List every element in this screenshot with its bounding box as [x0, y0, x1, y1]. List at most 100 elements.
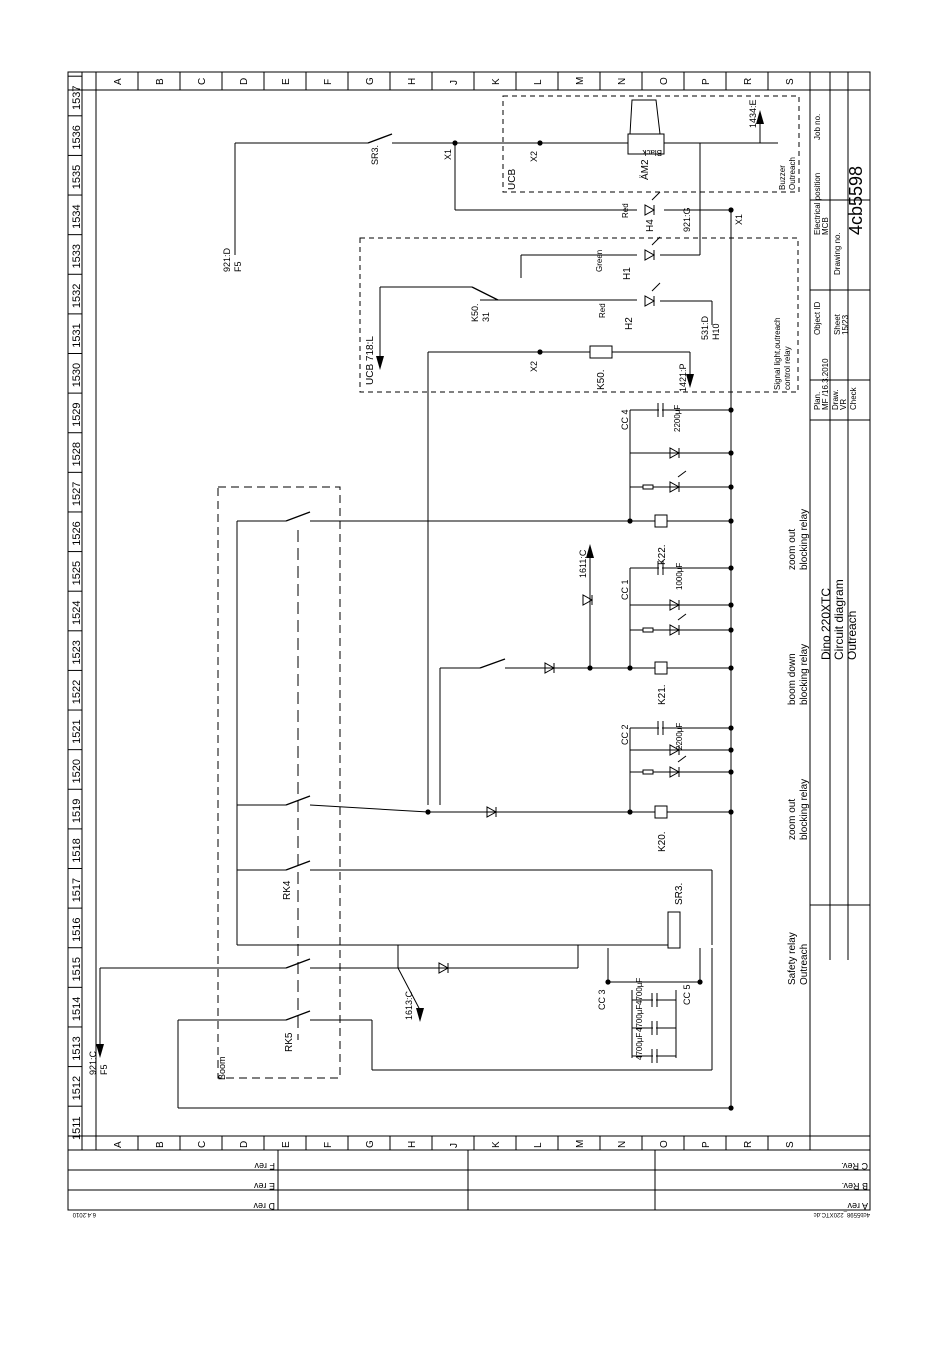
row-number-line: 1513: [71, 1036, 83, 1060]
object-label: Object ID: [813, 301, 822, 335]
h10-label-line: 531:D: [700, 315, 710, 340]
node-rail: [728, 747, 734, 753]
rev-right-1-line: B Rev.: [842, 1181, 868, 1191]
node-x1-77: [728, 1105, 734, 1111]
node-rail: [728, 518, 734, 524]
rev-right-0-line: C Rev.: [841, 1161, 868, 1171]
zoom-out-label-2-line: zoom out: [787, 799, 798, 840]
ref-1611-line: 1611:C: [578, 549, 588, 578]
col-letter-bottom: E: [281, 1141, 292, 1148]
signal-dashed-box: [359, 237, 799, 393]
elec-label-line: Electrical position: [813, 173, 822, 235]
led-res-2: [642, 769, 654, 775]
col-letter-bottom: F: [323, 1142, 334, 1148]
title-line-3: Outreach: [845, 611, 859, 660]
safety-relay-label: Safety relayOutreach: [787, 932, 810, 985]
rev-right-2-line: A rev: [847, 1201, 868, 1211]
diode-1611: [582, 594, 594, 606]
row-number-line: 1533: [71, 244, 83, 268]
lamp-ray-2: [651, 282, 661, 292]
col-letter-top: D: [239, 78, 250, 85]
rev-left-1: E rev: [253, 1181, 275, 1191]
col-letter-bottom-line: H: [407, 1141, 418, 1148]
h4-label: H4: [645, 219, 656, 232]
zoom-out-label-1-line: blocking relay: [799, 509, 810, 570]
boom-down-label-line: boom down: [787, 653, 798, 705]
col-letter-top: E: [281, 78, 292, 85]
switch-contact-6: [479, 658, 506, 669]
row-number-line: 1522: [71, 680, 83, 704]
cap-2200-a: 2200µF: [673, 405, 682, 432]
plan-label-line: Plan.: [813, 392, 822, 410]
cap-4700-c-line: 4700µF: [635, 1033, 644, 1060]
col-letter-top: F: [323, 79, 334, 85]
row-number: 1521: [71, 719, 83, 743]
col-letter-top: R: [743, 78, 754, 85]
labels: AABBCCDDEEFFGGHHJJKKLLMMNNOOPPRRSS151115…: [71, 77, 870, 1217]
h10-label: 531:DH10: [700, 315, 721, 340]
col-letter-bottom: M: [575, 1140, 586, 1148]
k20-label: K20.: [657, 831, 668, 852]
rev-right-1: B Rev.: [842, 1181, 868, 1191]
col-letter-top-line: D: [239, 78, 250, 85]
x1-81-label: X1: [734, 214, 744, 225]
title-line-1: Dino 220XTC: [819, 588, 833, 660]
cc4-label: CC 4: [620, 409, 630, 430]
col-letter-top: A: [113, 78, 124, 85]
row-number-line: 1516: [71, 917, 83, 941]
red-label-h2-line: Red: [598, 303, 607, 318]
draw-label-line: Draw.: [831, 390, 840, 410]
node-rail: [728, 627, 734, 633]
switch-contact-0: [285, 511, 311, 522]
row-number: 1530: [71, 363, 83, 387]
rev-right-2: A rev: [847, 1201, 868, 1211]
sheet-value: 15/23: [841, 314, 850, 335]
diode-k21: [544, 662, 556, 674]
row-number-line: 1537: [71, 86, 83, 110]
row-number: 1526: [71, 521, 83, 545]
row-number: 1532: [71, 284, 83, 308]
green-label: Green: [595, 250, 604, 272]
ref-1421-line: 1421:P: [678, 363, 688, 392]
col-letter-bottom: G: [365, 1140, 376, 1148]
switch-contact-5: [367, 133, 393, 144]
red-label-h4-line: Red: [621, 203, 630, 218]
diode-122: [438, 962, 450, 974]
boom-dashed-box: [217, 486, 341, 1079]
black-label: Black: [641, 148, 662, 157]
cap-4700-a-line: 4700µF: [635, 978, 644, 1005]
cc3-label: CC 3: [597, 989, 607, 1010]
ucb-label-line: UCB: [507, 169, 518, 190]
coil-sr3: [667, 911, 681, 949]
col-letter-top-line: J: [449, 80, 460, 85]
col-letter-top-line: E: [281, 78, 292, 85]
row-number-line: 1531: [71, 323, 83, 347]
cap-4700-1-gap: [653, 1025, 656, 1031]
zoom-out-label-2: zoom outblocking relay: [787, 779, 810, 840]
col-letter-top: N: [617, 78, 628, 85]
ref-921g-line: 921:G: [682, 207, 692, 232]
row-number: 1520: [71, 759, 83, 783]
col-letter-bottom-line: K: [491, 1141, 502, 1148]
k50-contact-label-line: 31: [481, 312, 491, 322]
col-letter-top: S: [785, 78, 796, 85]
row-number-line: 1512: [71, 1076, 83, 1100]
node-x1-59: [587, 665, 593, 671]
switch-contact-7: [471, 286, 499, 301]
sheet-label-line: Sheet: [833, 313, 842, 335]
rev-left-2: D rev: [253, 1201, 275, 1211]
cc3-label-line: CC 3: [597, 989, 607, 1010]
row-number-line: 1520: [71, 759, 83, 783]
drawing-label-line: Drawing no.: [833, 232, 842, 275]
h10-label-line: H10: [711, 323, 721, 340]
col-letter-top-line: H: [407, 78, 418, 85]
col-letter-bottom: R: [743, 1141, 754, 1148]
cap-1000-line: 1000µF: [675, 563, 684, 590]
col-letter-top-line: G: [365, 77, 376, 85]
plan-label: Plan.: [813, 392, 822, 410]
f5-top-label-line: 921:D: [222, 247, 232, 272]
row-number: 1511: [71, 1116, 83, 1140]
node-rail: [728, 725, 734, 731]
col-letter-top: C: [197, 78, 208, 85]
